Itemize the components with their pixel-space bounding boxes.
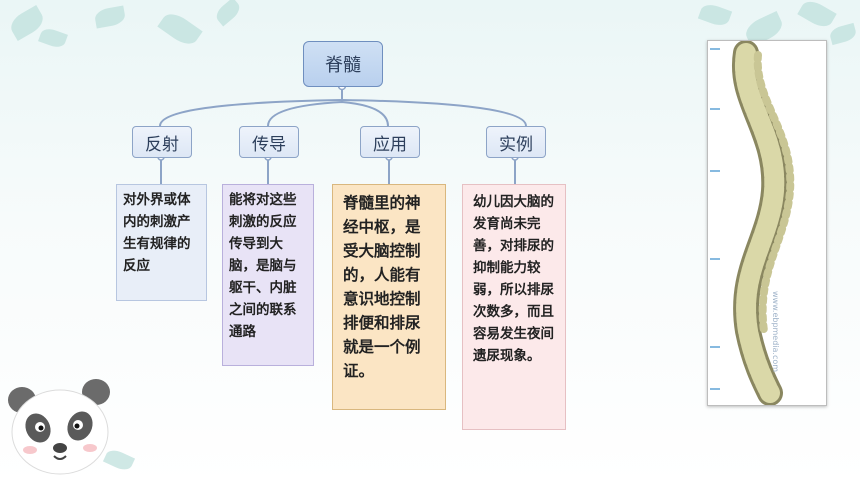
conduction-description: 能将对这些刺激的反应传导到大 脑，是脑与躯干、内脏之间的联系通路	[222, 184, 314, 366]
spine-illustration	[710, 40, 795, 406]
branch-node-reflex: 反射	[132, 126, 192, 158]
example-description: 幼儿因大脑的发育尚未完善，对排尿的抑制能力较弱，所以排尿次数多，而且容易发生夜间…	[462, 184, 566, 430]
spine-image: www.ebpmedia.com	[707, 40, 827, 406]
application-description: 脊髓里的神经中枢，是受大脑控制的，人能有意识地控制排便和排尿就是一个例证。	[332, 184, 446, 410]
reflex-description: 对外界或体内的刺激产生有规律的反应	[116, 184, 207, 301]
branch-node-conduction: 传导	[239, 126, 299, 158]
branch-node-example: 实例	[486, 126, 546, 158]
mindmap-root-node: 脊髓	[303, 41, 383, 87]
branch-node-application: 应用	[360, 126, 420, 158]
spine-image-watermark: www.ebpmedia.com	[771, 291, 780, 373]
panda-mascot	[8, 379, 110, 475]
